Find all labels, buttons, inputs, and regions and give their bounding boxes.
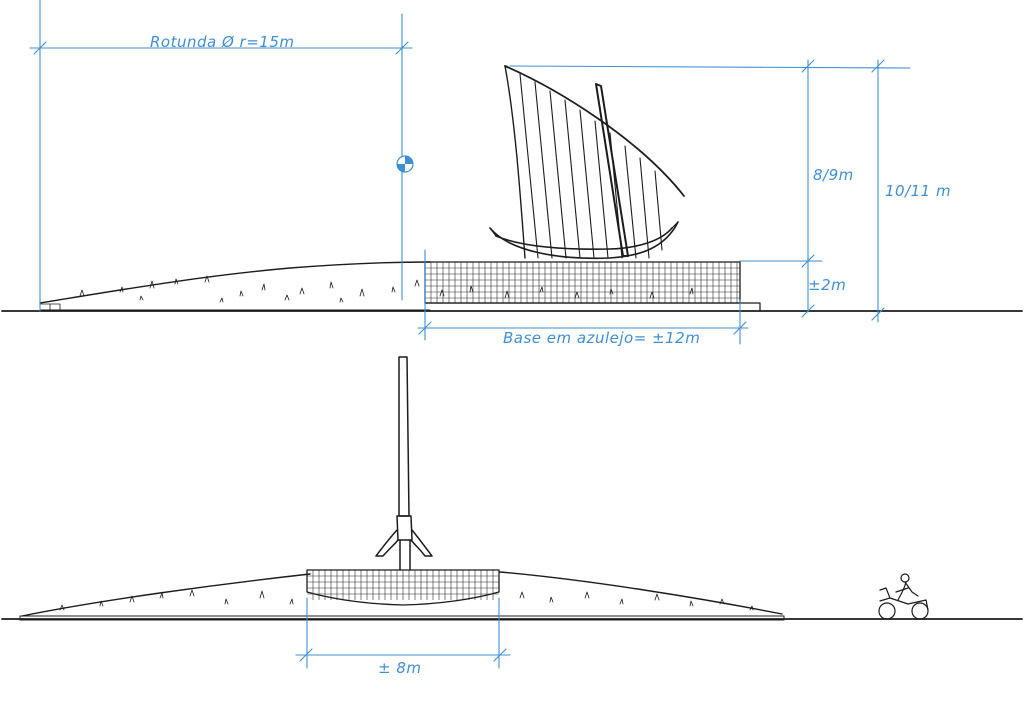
front-base-width-label: ± 8m (378, 659, 422, 677)
mast (595, 83, 629, 257)
front-elevation: ± 8m (1, 356, 1023, 677)
base-width-label: Base em azulejo= ±12m (503, 329, 700, 347)
roundabout-mound-side (39, 261, 431, 311)
grass-tufts-bottom (59, 589, 754, 611)
roundabout-mound-front (19, 571, 785, 621)
base-height-label: ±2m (808, 276, 846, 294)
dimension-lines-top (29, 0, 911, 345)
boat-hull (489, 221, 679, 260)
mast-front (375, 356, 433, 571)
lateen-sail (504, 65, 685, 259)
grass-tufts-base (439, 285, 694, 299)
dimension-lines-bottom (295, 597, 511, 669)
sail-height-label: 8/9m (813, 166, 854, 184)
scooter-rider-icon (878, 573, 929, 620)
tiled-base-side (424, 261, 761, 311)
side-elevation: Rotunda Ø r=15m 8/9m 10/11 m ±2m Base em… (1, 0, 1023, 347)
grass-tufts-top (79, 275, 420, 303)
center-target-icon (396, 155, 414, 173)
total-height-label: 10/11 m (885, 182, 951, 200)
rotunda-label: Rotunda Ø r=15m (150, 33, 295, 51)
tiled-base-front (306, 569, 500, 606)
